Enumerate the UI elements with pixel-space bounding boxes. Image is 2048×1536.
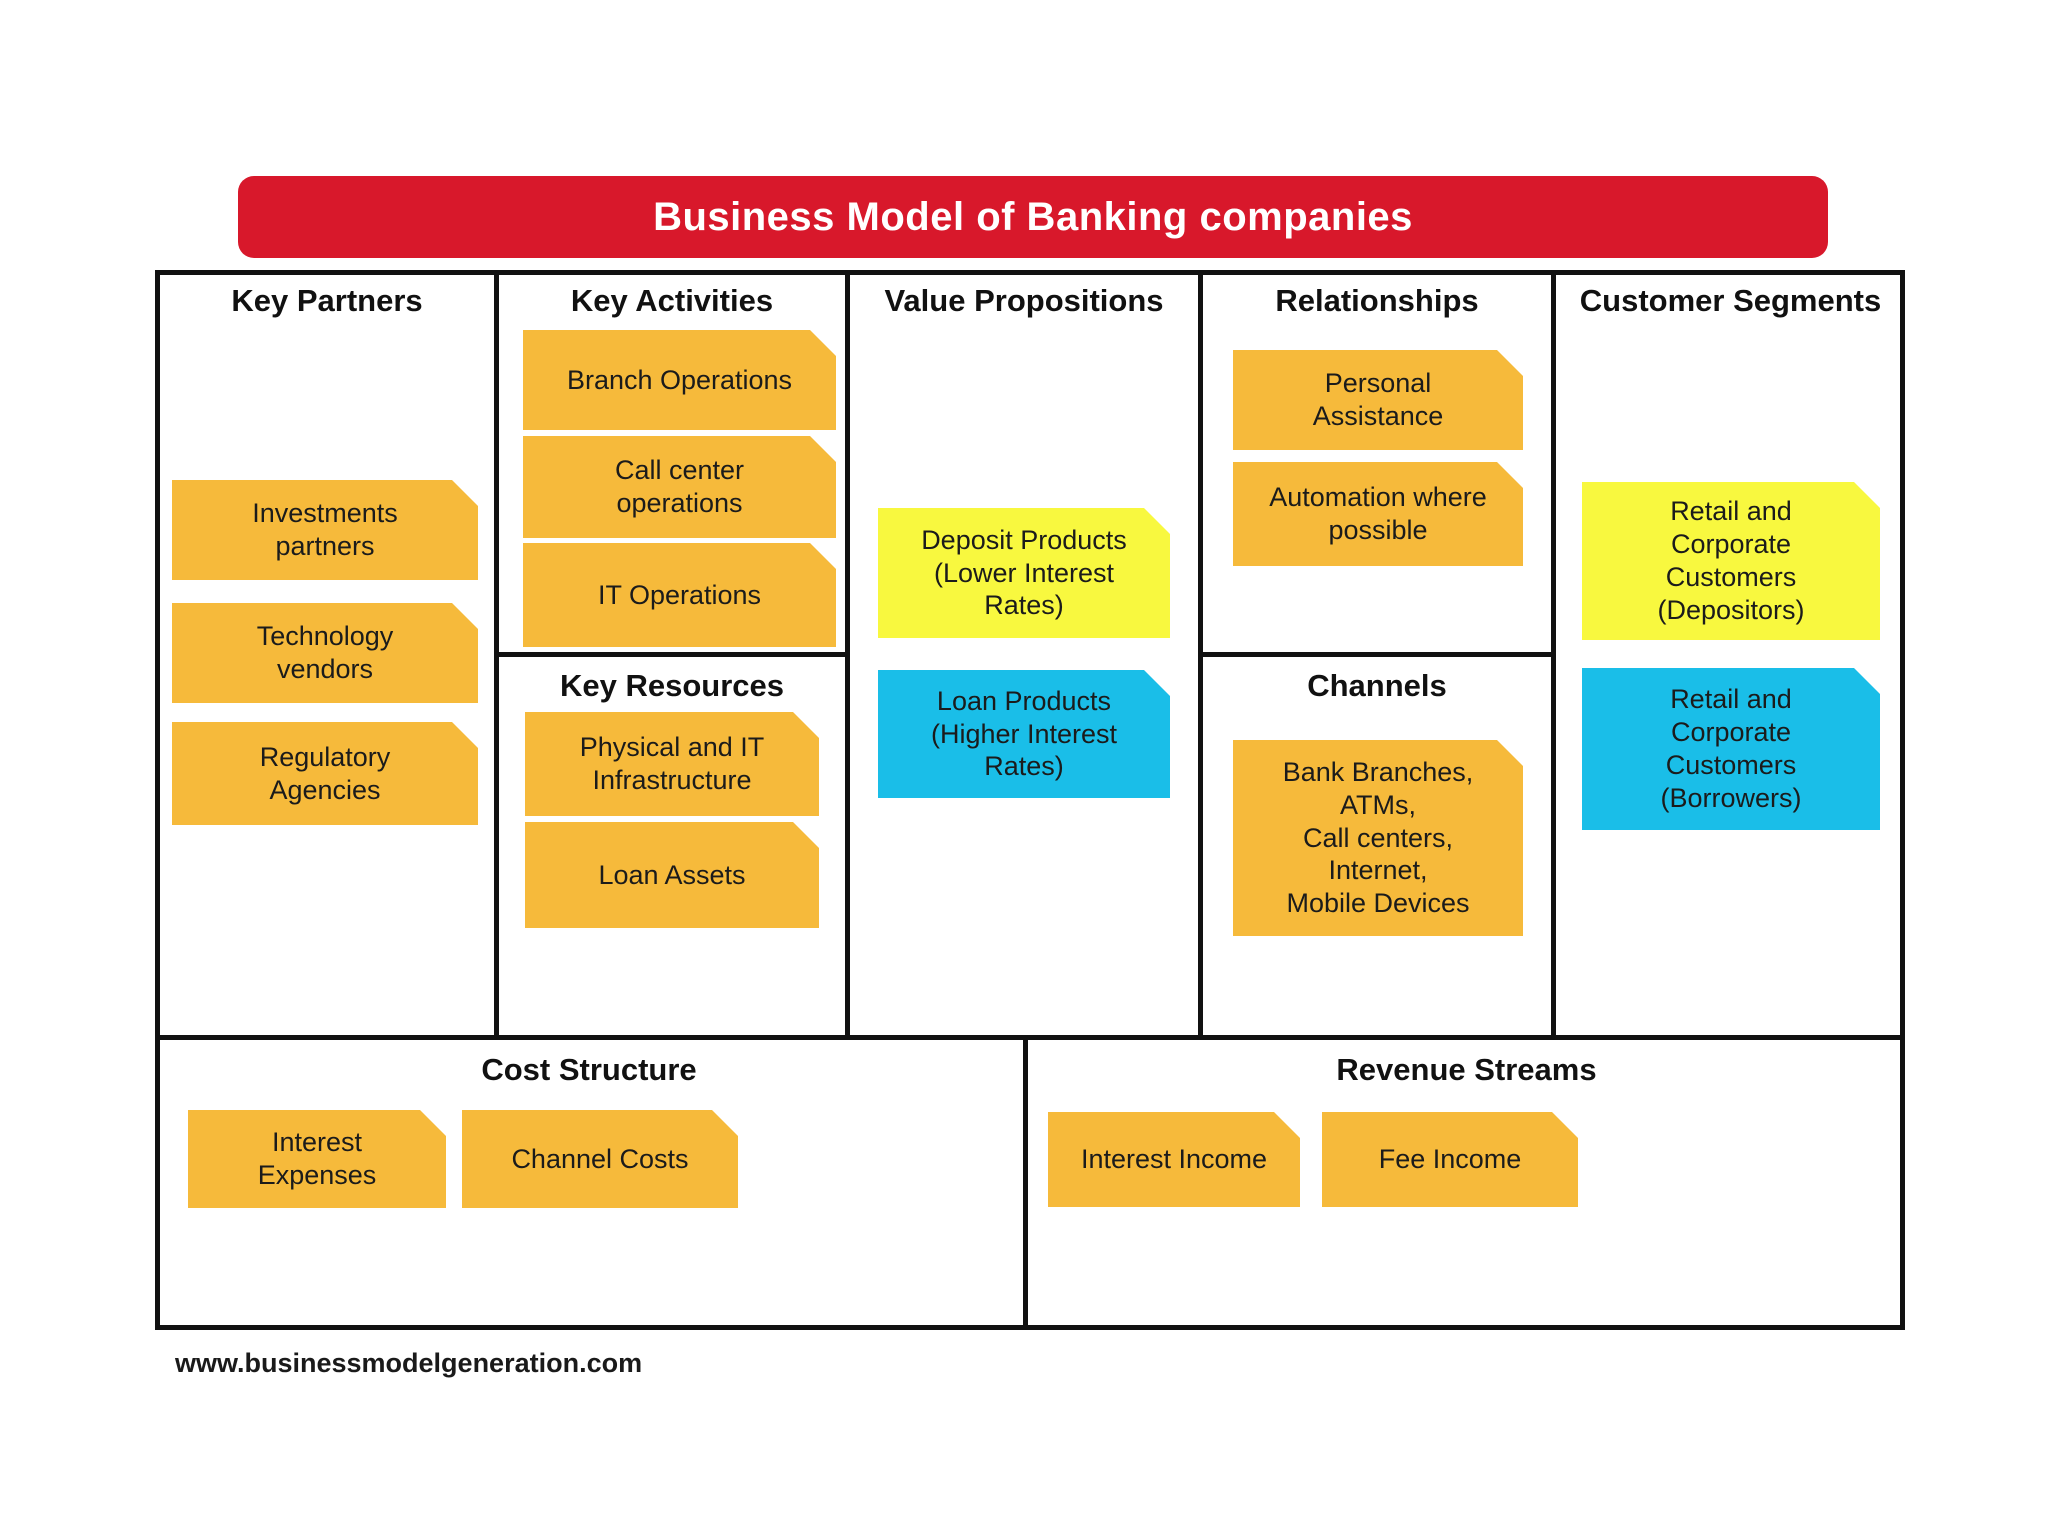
- canvas-border-right: [1900, 270, 1905, 1330]
- sticky-note-fee-income: Fee Income: [1322, 1112, 1578, 1207]
- section-title-customer-segments: Customer Segments: [1579, 283, 1882, 318]
- section-title-relationships: Relationships: [1275, 283, 1479, 318]
- page-title: Business Model of Banking companies: [653, 194, 1413, 239]
- sticky-note-it-operations: IT Operations: [523, 543, 836, 647]
- section-title-value-propositions: Value Propositions: [884, 283, 1164, 318]
- sticky-note-customers-borrowers: Retail and Corporate Customers (Borrower…: [1582, 668, 1880, 830]
- canvas-border-bottom: [155, 1325, 1905, 1330]
- sticky-note-bank-channels: Bank Branches, ATMs, Call centers, Inter…: [1233, 740, 1523, 936]
- sticky-note-physical-it-infrastructure: Physical and IT Infrastructure: [525, 712, 819, 816]
- divider-relationships-channels: [1198, 652, 1556, 657]
- sticky-note-interest-income: Interest Income: [1048, 1112, 1300, 1207]
- section-title-revenue-streams: Revenue Streams: [1336, 1052, 1597, 1087]
- website-url: www.businessmodelgeneration.com: [175, 1348, 643, 1378]
- sticky-note-automation-where-possible: Automation where possible: [1233, 462, 1523, 566]
- sticky-note-channel-costs: Channel Costs: [462, 1110, 738, 1208]
- sticky-note-technology-vendors: Technology vendors: [172, 603, 478, 703]
- sticky-note-customers-depositors: Retail and Corporate Customers (Deposito…: [1582, 482, 1880, 640]
- section-title-channels: Channels: [1307, 668, 1447, 703]
- sticky-note-investments-partners: Investments partners: [172, 480, 478, 580]
- canvas-border-left: [155, 270, 160, 1330]
- sticky-note-regulatory-agencies: Regulatory Agencies: [172, 722, 478, 825]
- divider-cost-revenue: [1023, 1035, 1028, 1330]
- sticky-note-loan-assets: Loan Assets: [525, 822, 819, 928]
- section-title-key-partners: Key Partners: [231, 283, 423, 318]
- title-banner: Business Model of Banking companies: [238, 176, 1828, 258]
- divider-activities-resources: [494, 652, 850, 657]
- sticky-note-loan-products: Loan Products (Higher Interest Rates): [878, 670, 1170, 798]
- sticky-note-call-center-operations: Call center operations: [523, 436, 836, 538]
- sticky-note-interest-expenses: Interest Expenses: [188, 1110, 446, 1208]
- section-title-key-activities: Key Activities: [570, 283, 774, 318]
- sticky-note-branch-operations: Branch Operations: [523, 330, 836, 430]
- sticky-note-deposit-products: Deposit Products (Lower Interest Rates): [878, 508, 1170, 638]
- divider-bottom-row: [155, 1035, 1905, 1040]
- section-title-key-resources: Key Resources: [559, 668, 784, 703]
- canvas-border-top: [155, 270, 1905, 275]
- sticky-note-personal-assistance: Personal Assistance: [1233, 350, 1523, 450]
- section-title-cost-structure: Cost Structure: [481, 1052, 697, 1087]
